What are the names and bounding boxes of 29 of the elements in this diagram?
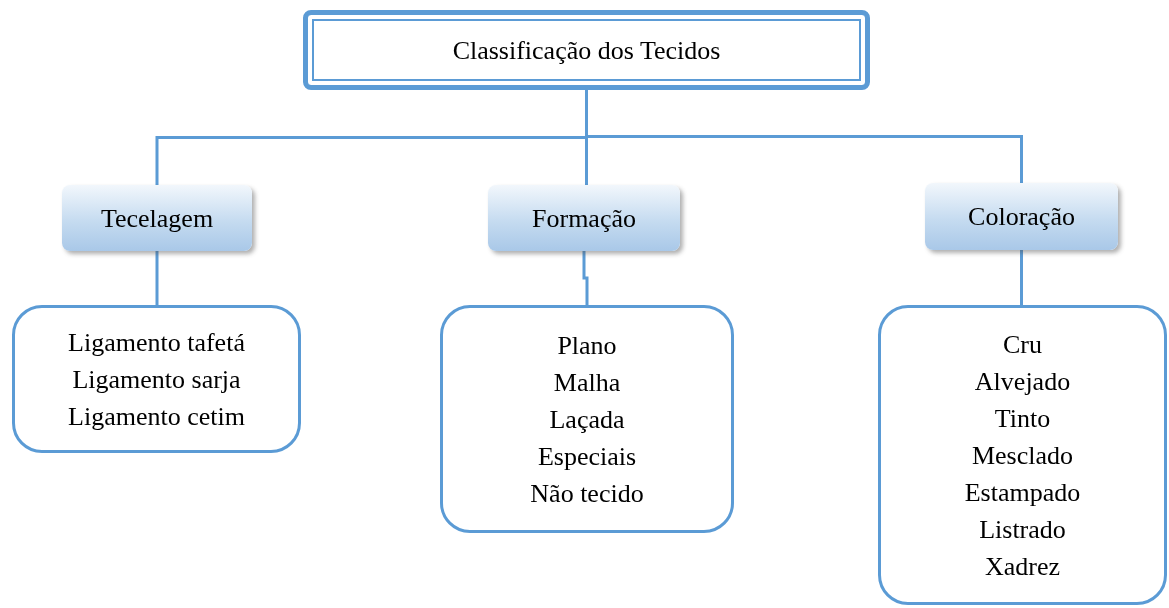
node-label: Coloração <box>968 201 1075 233</box>
list-item-label: Plano <box>557 329 617 362</box>
list-item-label: Não tecido <box>530 477 644 510</box>
title-box <box>303 10 870 90</box>
list-box <box>12 305 301 453</box>
list-item-label: Tinto <box>994 402 1051 435</box>
list-item-label: Especiais <box>537 440 637 473</box>
list-item-label: Xadrez <box>984 550 1061 583</box>
connector-line <box>155 251 159 305</box>
list-item-label: Laçada <box>549 403 625 436</box>
list-item-label: Estampado <box>964 476 1081 509</box>
list-item-label: Cru <box>1003 328 1042 361</box>
list-item-label: Ligamento sarja <box>72 363 241 396</box>
node-label: Tecelagem <box>100 202 214 235</box>
list-item-label: Malha <box>553 366 621 399</box>
category-box <box>62 185 252 251</box>
list-box <box>440 305 734 533</box>
category-box <box>925 183 1118 250</box>
list-box <box>878 305 1167 605</box>
list-item-label: Alvejado <box>974 365 1071 398</box>
connector-line <box>1020 250 1023 305</box>
node-label: Classificação dos Tecidos <box>452 34 721 67</box>
list-item-label: Ligamento cetim <box>68 400 245 433</box>
list-item-label: Mesclado <box>971 439 1074 472</box>
connector-line <box>582 251 589 305</box>
category-box <box>488 185 680 251</box>
list-item-label: Listrado <box>979 513 1066 546</box>
list-item-label: Ligamento tafetá <box>68 326 245 359</box>
node-label: Formação <box>532 202 636 235</box>
